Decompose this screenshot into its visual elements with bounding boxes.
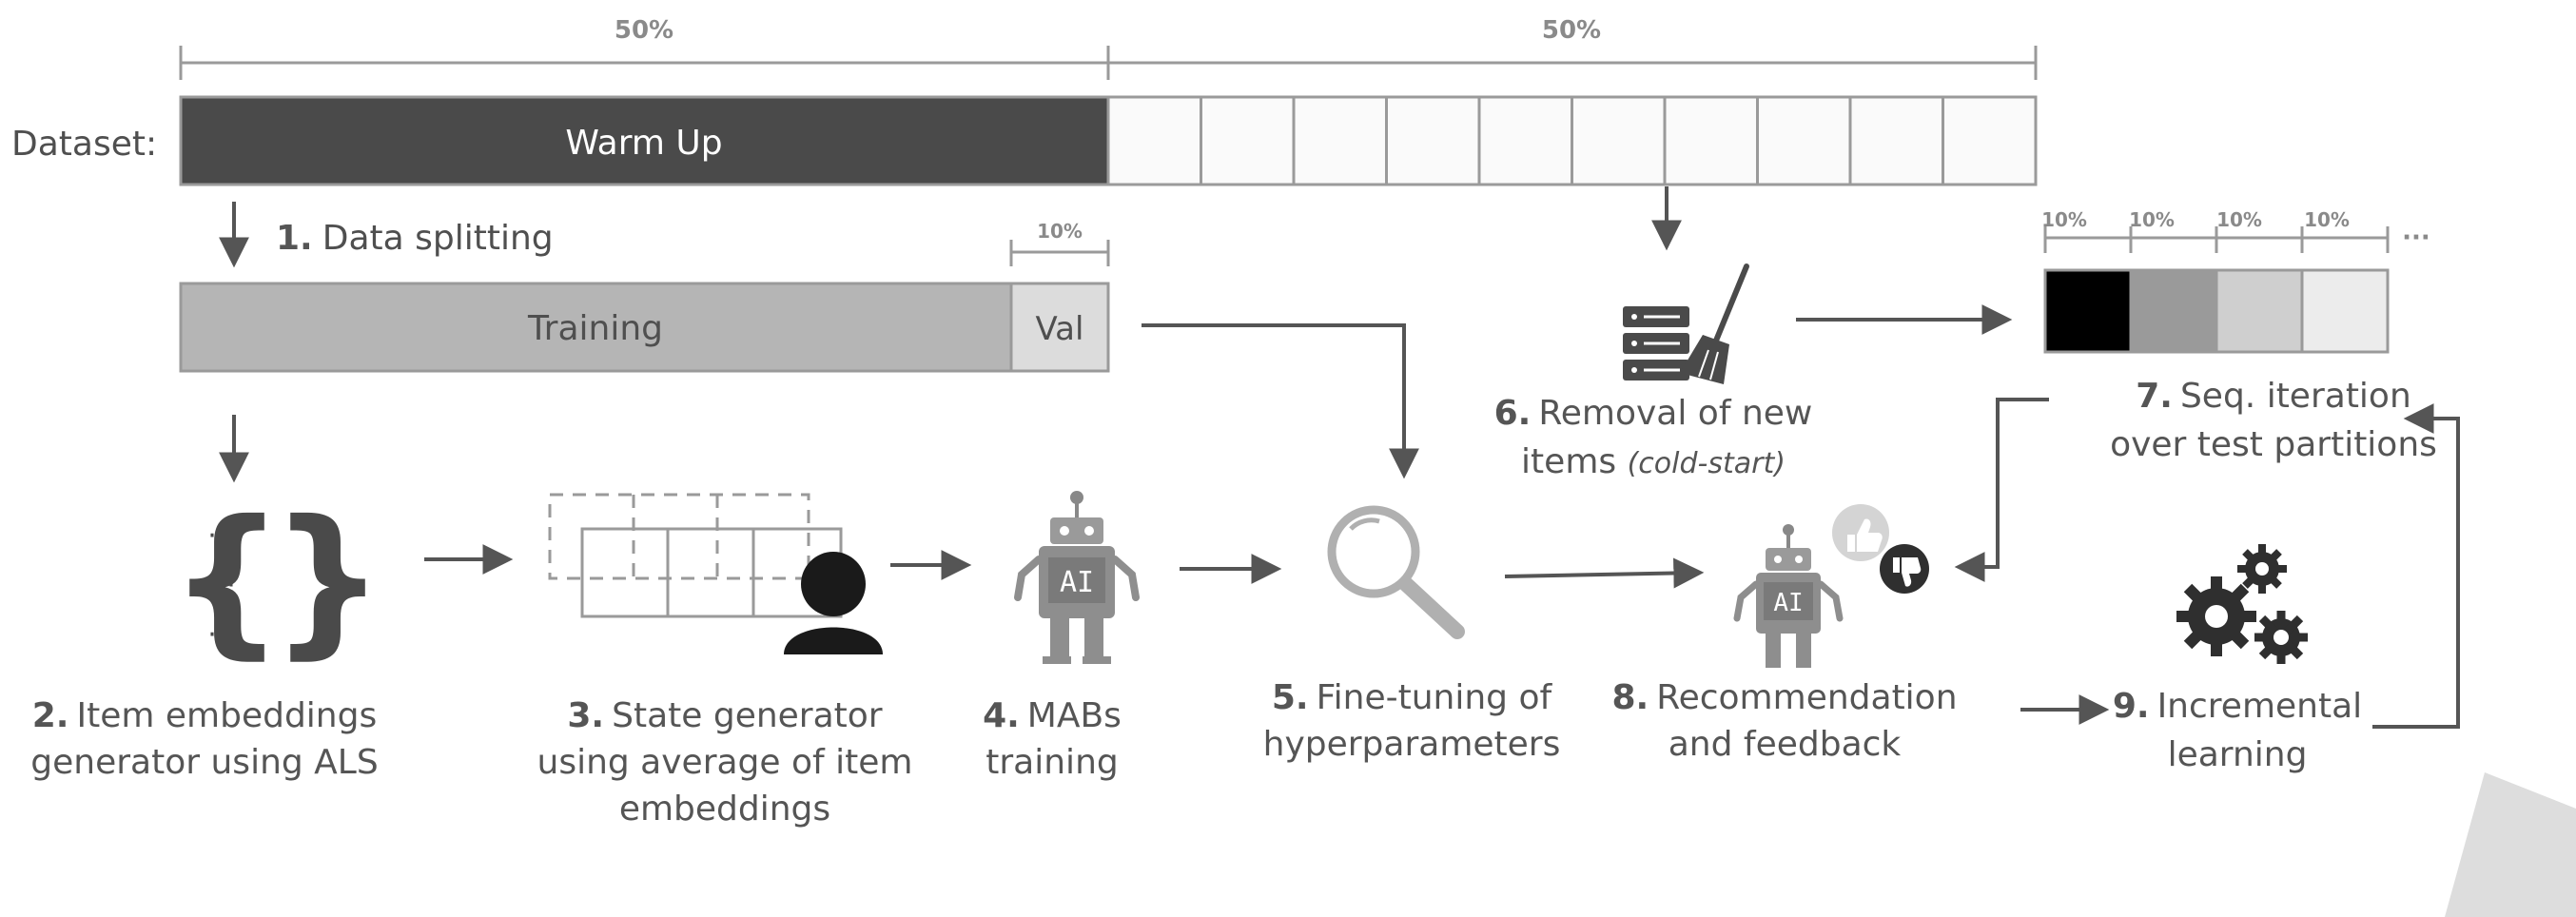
thumbs-up-icon [1832,504,1889,561]
svg-text:}: } [270,486,385,674]
svg-text:AI: AI [1060,566,1094,599]
step8-label-line2: and feedback [1669,725,1902,764]
val-percentage: 10% [1037,220,1083,243]
arrow-icon [1954,398,2049,582]
training-label: Training [527,309,663,348]
corner-decoration [2445,772,2576,917]
state-grid-icon [548,493,843,618]
robot-icon: AI [1014,491,1140,664]
dataset-label: Dataset: [11,125,157,164]
user-icon [784,552,883,654]
gears-icon [2176,544,2308,664]
step3-label-line1: 3.State generator [567,696,882,735]
thumbs-down-icon [1880,544,1929,594]
arrow-icon [2372,403,2460,729]
svg-text:⋯: ⋯ [207,617,236,651]
svg-text:AI: AI [1773,589,1803,617]
partition-blocks [2043,268,2390,354]
braces-icon: { } ⋯ ⋯ ⋯ [169,486,385,674]
right-percentage: 50% [1542,16,1601,45]
step8-label-line1: 8.Recommendation [1611,678,1957,717]
step4-label-line2: training [986,743,1118,782]
step2-label-line2: generator using ALS [30,743,378,782]
step7-label-line1: 7.Seq. iteration [2136,377,2411,416]
val-label: Val [1036,310,1084,348]
svg-text:{: { [169,486,284,674]
step1-label: 1.Data splitting [276,219,554,258]
val-segment [1009,282,1110,373]
arrow-icon [1504,557,1705,589]
step6-label-line2: items (cold-start) [1521,442,1786,481]
partition-pct-3: 10% [2216,208,2262,231]
partition-pct-1: 10% [2041,208,2087,231]
step7-label-line2: over test partitions [2110,425,2437,464]
server-icon [1623,306,1689,380]
val-bracket [1009,240,1110,266]
training-segment [179,282,1013,373]
partition-pct-4: 10% [2304,208,2350,231]
split-bracket [179,46,2038,80]
robot-icon: AI [1733,524,1844,668]
step3-label-line3: embeddings [619,790,830,829]
partition-bracket [2043,226,2390,253]
step5-label-line2: hyperparameters [1263,725,1561,764]
svg-text:⋯: ⋯ [207,568,236,601]
step9-label-line1: 9.Incremental [2113,687,2362,726]
step9-label-line2: learning [2168,735,2308,774]
broom-icon [1680,263,1749,384]
test-segments [1106,95,2038,186]
left-percentage: 50% [615,16,673,45]
step3-label-line2: using average of item [537,743,913,782]
warm-up-label: Warm Up [565,124,722,163]
step4-label-line1: 4.MABs [983,696,1122,735]
arrow-icon [1142,323,1419,479]
step5-label-line1: 5.Fine-tuning of [1272,678,1553,717]
warm-up-segment [179,95,1110,186]
magnifier-icon [1327,505,1465,639]
partition-ellipsis: ··· [2402,224,2430,252]
step2-label-line1: 2.Item embeddings [32,696,377,735]
svg-text:⋯: ⋯ [207,518,236,552]
partition-pct-2: 10% [2129,208,2175,231]
step6-label-line1: 6.Removal of new [1494,394,1813,433]
